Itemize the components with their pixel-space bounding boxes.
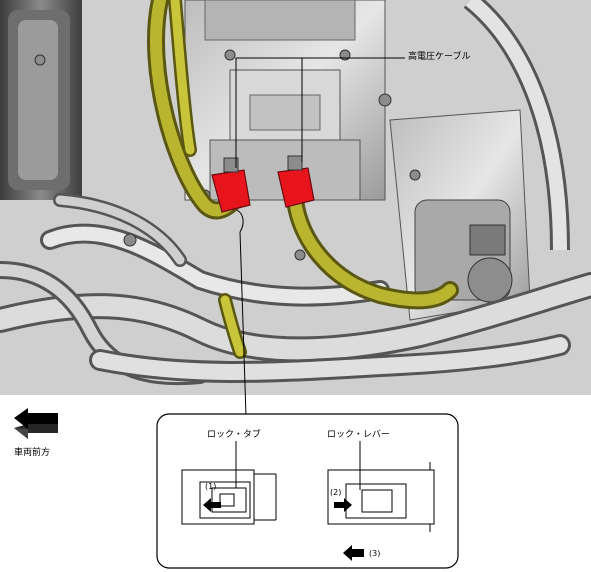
- hv-cable-label: 高電圧ケーブル: [408, 52, 471, 62]
- step1-label: (1): [205, 482, 217, 491]
- lock-tab-sketch: [181, 441, 277, 525]
- step3-label: (3): [369, 549, 381, 558]
- step3-arrow-icon: [343, 545, 364, 561]
- high-voltage-cables: [147, 0, 459, 359]
- hv-connector-left: [211, 157, 251, 213]
- bolts: [34, 49, 421, 261]
- hv-connector-right: [277, 155, 315, 208]
- step1-arrow-icon: [203, 498, 221, 512]
- detail-inset: [156, 413, 459, 569]
- step2-label: (2): [330, 488, 342, 497]
- lock-lever-label: ロック・レバー: [327, 430, 390, 440]
- lock-tab-label: ロック・タブ: [207, 430, 261, 440]
- hv-cable-leaders: [235, 57, 405, 168]
- vehicle-front-label: 車両前方: [14, 448, 51, 458]
- engine-bay-illustration: [0, 0, 591, 395]
- detail-callout: [236, 209, 247, 417]
- front-arrow-icon: [14, 408, 58, 439]
- coolant-pipes: [0, 193, 591, 386]
- step2-arrow-icon: [334, 498, 352, 512]
- detail-inset-frame: [156, 413, 459, 569]
